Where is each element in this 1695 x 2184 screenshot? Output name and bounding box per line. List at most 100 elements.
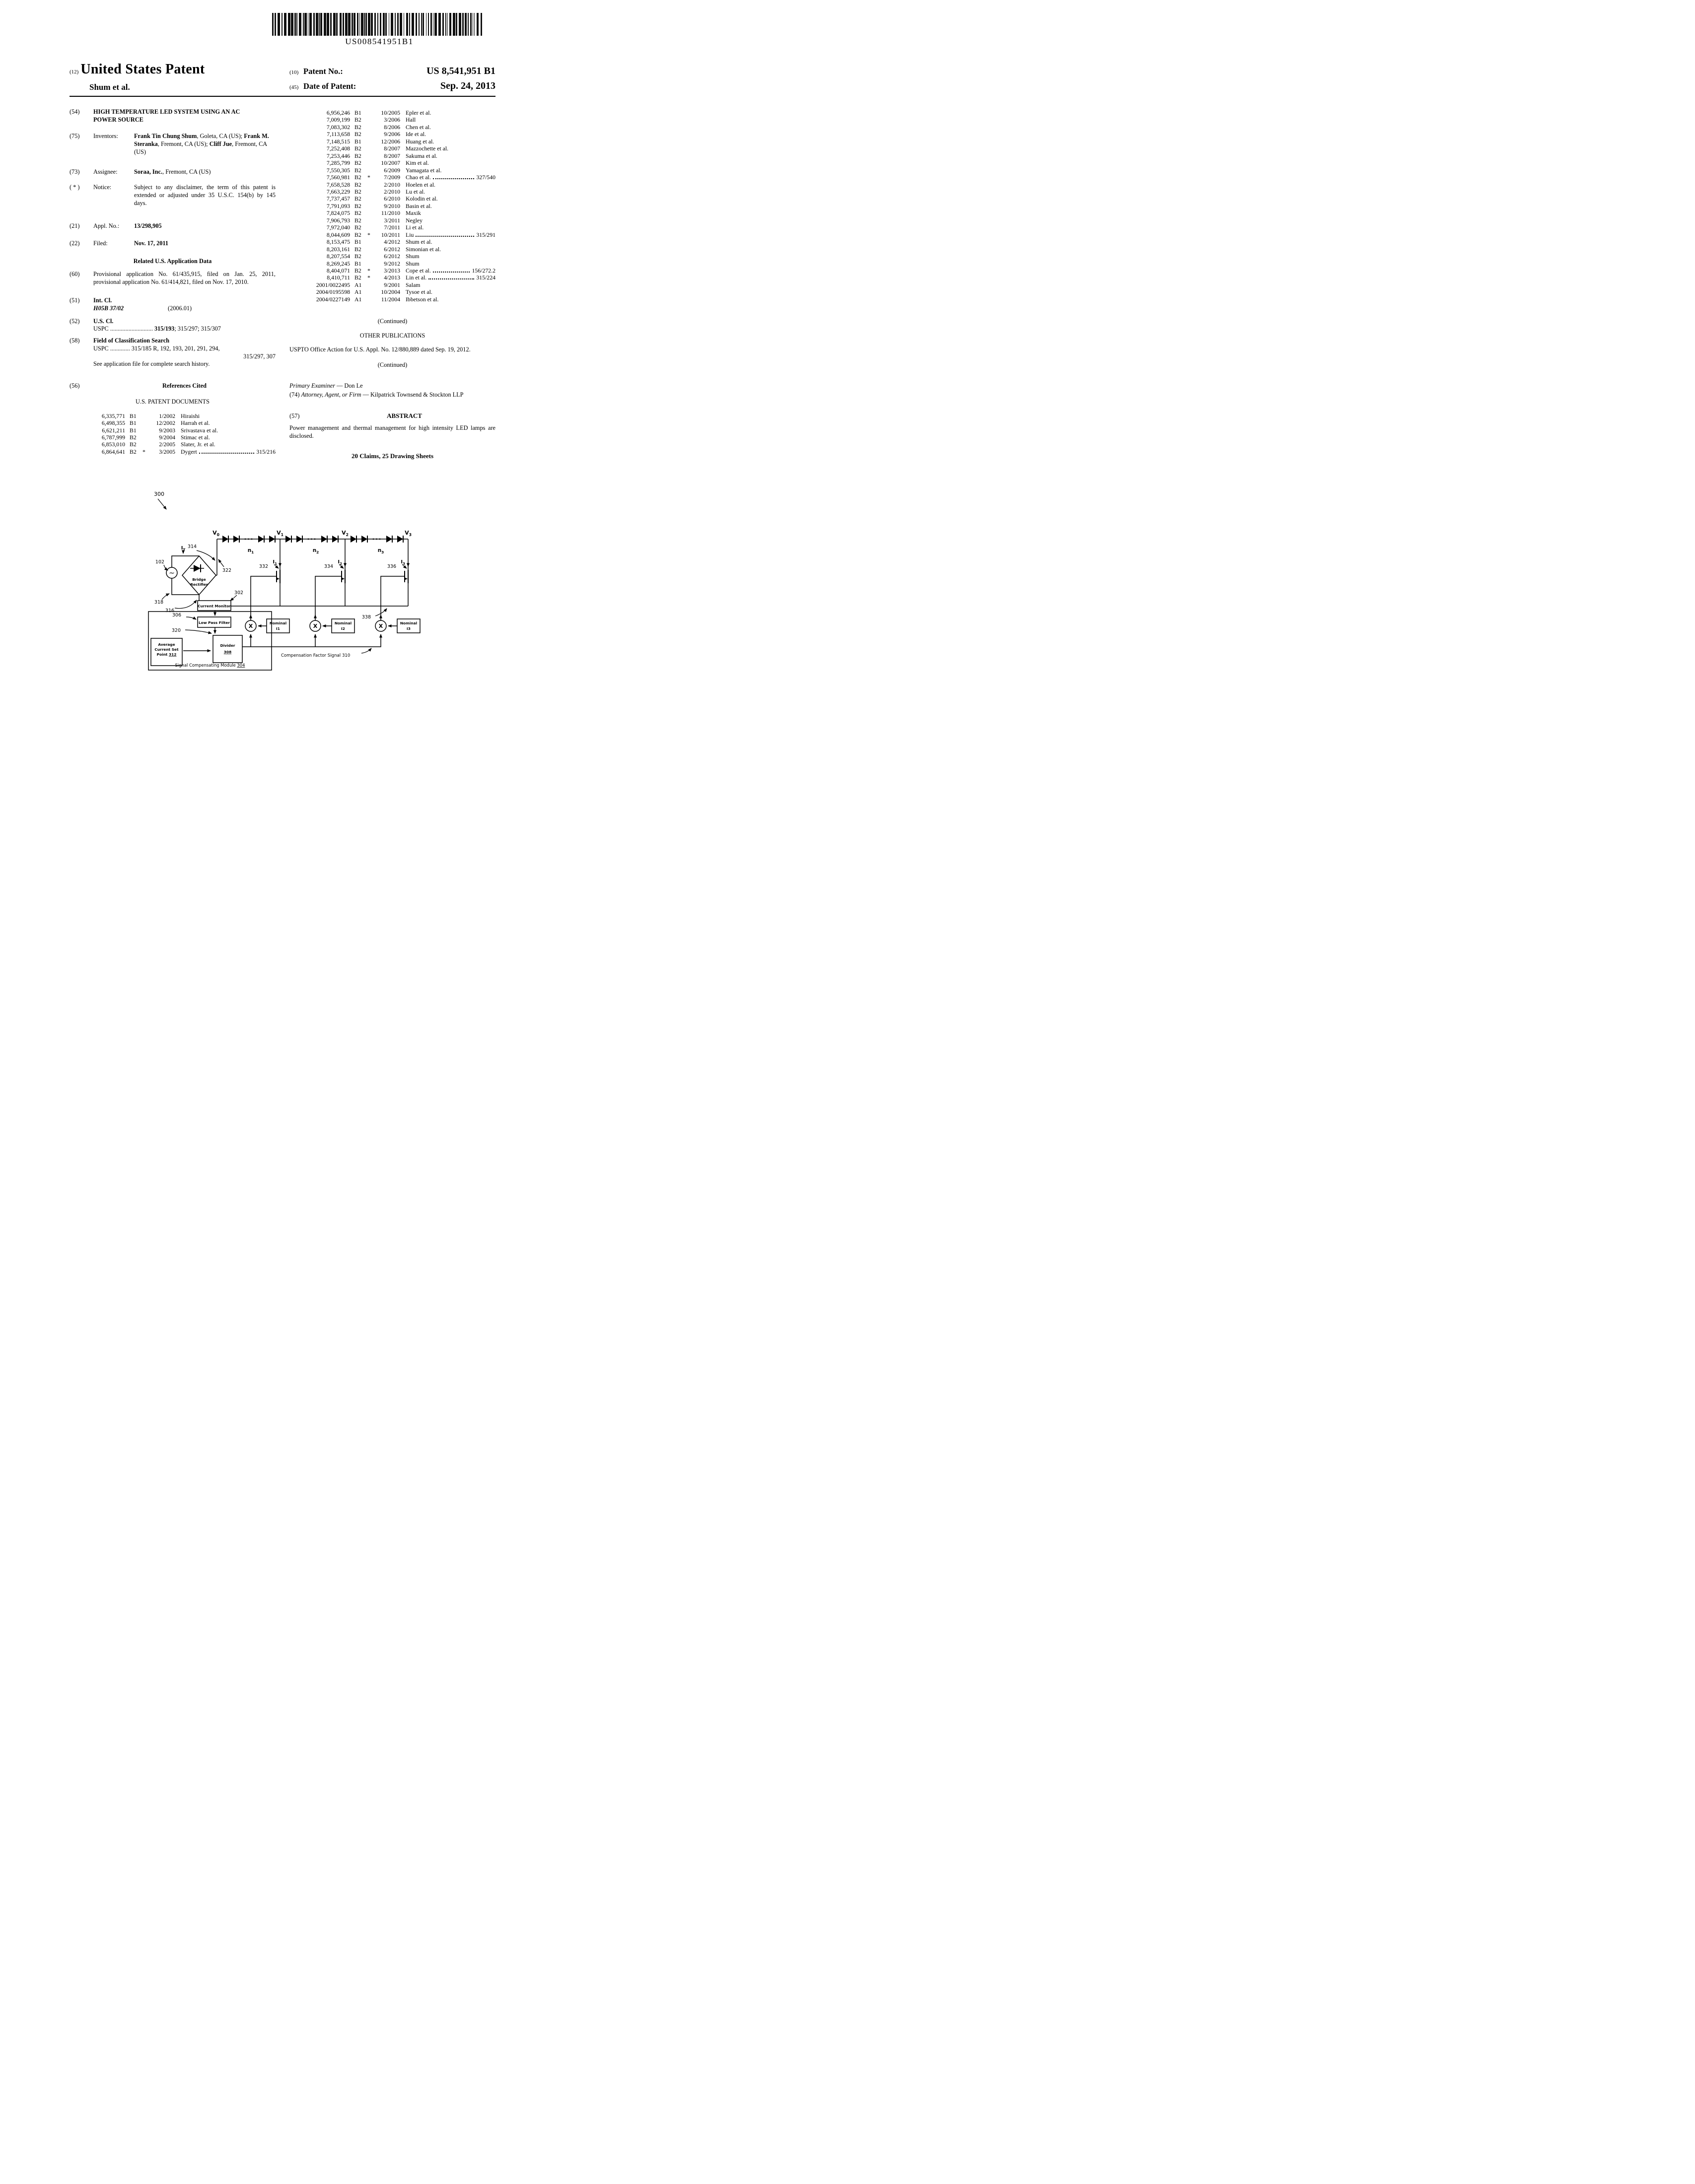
barcode-bar [327, 13, 329, 36]
continued-note-2: (Continued) [377, 361, 408, 369]
related-data-heading: Related U.S. Application Data [133, 258, 212, 265]
barcode-bar [409, 13, 410, 36]
dotted-leader [432, 178, 475, 180]
barcode-bar [333, 13, 336, 36]
barcode-bar [272, 13, 274, 36]
label-i3: I3 [401, 559, 405, 566]
barcode-bar [345, 13, 348, 36]
barcode-bar [313, 13, 315, 36]
primary-examiner-line: Primary Examiner — Don Le [289, 382, 363, 390]
barcode-bar [415, 13, 417, 36]
us-cl-line: USPC ............................ 315/19… [93, 325, 221, 333]
barcode-bar [445, 13, 446, 36]
barcode-bar [480, 13, 482, 36]
label-v3: V3 [405, 530, 412, 537]
multiplier-3-x: X [379, 623, 383, 629]
signal-compensating-module-box [148, 611, 272, 671]
inid-10: (10) [289, 69, 299, 75]
barcode-bar [442, 13, 444, 36]
label-v0: V0 [212, 530, 219, 537]
barcode-bar [365, 13, 367, 36]
figure-ref-334: 334 [324, 564, 333, 569]
barcode-bar [294, 13, 296, 36]
barcode-bar [421, 13, 422, 36]
barcode-bar [336, 13, 338, 36]
barcode-bar [474, 13, 475, 36]
field-search-line3: See application file for complete search… [93, 360, 210, 368]
divider-ref-308: 308 [224, 650, 231, 654]
dotted-leader [432, 271, 470, 273]
barcode-number: US008541951B1 [345, 37, 414, 46]
barcode [272, 13, 487, 36]
label-n3: n3 [378, 547, 384, 554]
barcode-bar [359, 13, 360, 36]
barcode-bar [343, 13, 345, 36]
barcode-bar [399, 13, 402, 36]
current-monitor-label: Current Monitor [198, 604, 231, 609]
invention-title: HIGH TEMPERATURE LED SYSTEM USING AN AC … [93, 108, 240, 123]
barcode-bar [447, 13, 448, 36]
figure-wires [148, 539, 421, 671]
barcode-bar [406, 13, 409, 36]
left-column: (54) HIGH TEMPERATURE LED SYSTEM USING A… [70, 106, 276, 455]
figure-ref-318: 318 [154, 600, 163, 605]
barcode-bar [456, 13, 458, 36]
barcode-bar [323, 13, 326, 36]
assignee-value: Soraa, Inc., Fremont, CA (US) [134, 168, 211, 175]
us-patent-documents-head: U.S. PATENT DOCUMENTS [136, 398, 210, 405]
section-58-field-search: (58) Field of Classification Search USPC… [70, 337, 276, 368]
label-v2: V2 [342, 530, 349, 537]
barcode-bar [287, 13, 290, 36]
nominal-i1-label-2: I1 [276, 626, 280, 631]
circuit-diagram: ~ 300 V0 V1 V2 V3 n1 n2 n3 IT 314 102 32… [148, 491, 421, 671]
label-n2: n2 [313, 547, 319, 554]
barcode-bar [356, 13, 358, 36]
acsp-label-3: Point 312 [157, 652, 177, 657]
appl-no-value: 13/298,905 [134, 222, 162, 229]
barcode-bar [307, 13, 309, 36]
barcode-bar [464, 13, 467, 36]
other-publications-head: OTHER PUBLICATIONS [359, 332, 425, 339]
barcode-bar [351, 13, 353, 36]
inid-12: (12) [70, 69, 79, 75]
figure-ref-320: 320 [172, 628, 181, 633]
section-75-inventors: (75) Inventors: Frank Tin Chung Shum, Go… [70, 133, 276, 156]
figure-ref-302: 302 [234, 590, 243, 596]
barcode-bar [315, 13, 318, 36]
barcode-bar [468, 13, 469, 36]
barcode-bar [411, 13, 414, 36]
field-search-line2: 315/297, 307 [243, 352, 276, 360]
field-search-line1: USPC ............. 315/185 R, 192, 193, … [93, 344, 220, 352]
acsp-label-2: Current Set [154, 647, 179, 652]
nominal-i3-label-1: Nominal [400, 621, 417, 625]
patent-date-row: (45) Date of Patent: Sep. 24, 2013 [289, 80, 495, 92]
header-rule [70, 96, 495, 97]
section-22-filed: (22) Filed: Nov. 17, 2011 [70, 240, 276, 248]
figure-ref-300: 300 [154, 491, 164, 497]
inid-45: (45) [289, 84, 299, 90]
barcode-bar [430, 13, 432, 36]
section-54-title: (54) HIGH TEMPERATURE LED SYSTEM USING A… [70, 108, 276, 124]
abstract-heading-row: (57) ABSTRACT [289, 412, 495, 420]
figure-ref-322: 322 [222, 568, 231, 573]
barcode-bar [476, 13, 479, 36]
current-monitor-box [197, 600, 231, 611]
us-cl-head: U.S. Cl. [93, 317, 114, 325]
